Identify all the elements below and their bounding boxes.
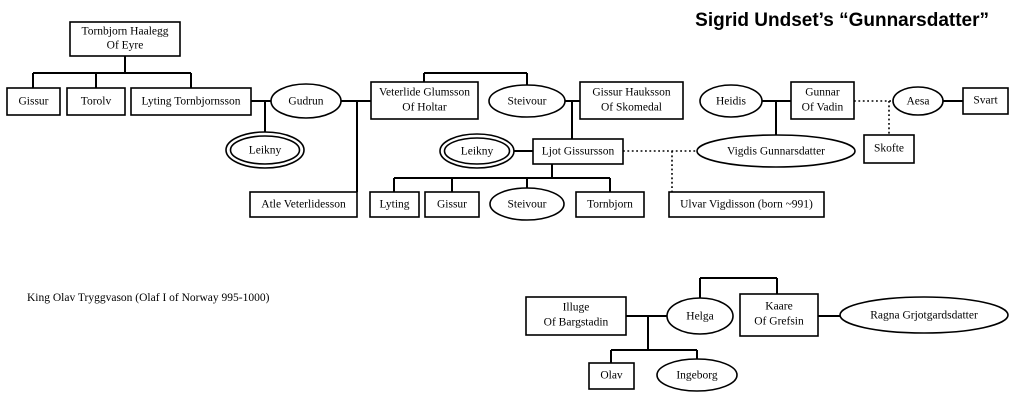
node-gunnar-of-vadin[interactable]: Gunnar Of Vadin bbox=[790, 81, 855, 120]
node-label: Aesa bbox=[907, 96, 930, 108]
node-aesa[interactable]: Aesa bbox=[892, 86, 944, 116]
node-label: Veterlide Glumsson bbox=[379, 87, 470, 99]
node-lyting-tornbjornsson[interactable]: Lyting Tornbjornsson bbox=[130, 87, 252, 116]
node-helga[interactable]: Helga bbox=[666, 297, 734, 335]
node-illuge-of-bargstadin[interactable]: Illuge Of Bargstadin bbox=[525, 296, 627, 336]
node-label: Atle Veterlidesson bbox=[261, 199, 346, 211]
node-label: Tornbjorn bbox=[587, 199, 633, 211]
node-olav[interactable]: Olav bbox=[588, 362, 635, 390]
node-gissur-1[interactable]: Gissur bbox=[6, 87, 61, 116]
edges-steivour-gissur bbox=[565, 100, 580, 139]
node-label: Gissur Hauksson bbox=[592, 87, 671, 99]
edges-gudrun-veterlide bbox=[341, 100, 371, 192]
node-label: Steivour bbox=[508, 96, 547, 108]
node-label: Of Skomedal bbox=[601, 102, 662, 114]
node-label: Helga bbox=[686, 311, 713, 323]
node-label: Leikny bbox=[249, 145, 282, 157]
node-label: Gunnar bbox=[805, 87, 840, 99]
node-tornbjorn-child[interactable]: Tornbjorn bbox=[575, 191, 645, 218]
node-label: Gudrun bbox=[288, 96, 323, 108]
node-label: Olav bbox=[600, 370, 623, 382]
node-label: Skofte bbox=[874, 143, 904, 155]
node-label: Svart bbox=[973, 95, 998, 107]
node-label: Of Grefsin bbox=[754, 316, 804, 328]
node-svart[interactable]: Svart bbox=[962, 87, 1009, 115]
node-label: Torolv bbox=[81, 96, 112, 108]
node-label: Of Eyre bbox=[107, 40, 144, 52]
node-torolv[interactable]: Torolv bbox=[66, 87, 126, 116]
node-gudrun[interactable]: Gudrun bbox=[270, 83, 342, 119]
page-title: Sigrid Undset’s “Gunnarsdatter” bbox=[695, 10, 989, 31]
node-ingeborg[interactable]: Ingeborg bbox=[656, 358, 738, 392]
node-label: Illuge bbox=[563, 302, 590, 314]
edges-tornbjorn-family bbox=[32, 56, 192, 88]
node-label: Vigdis Gunnarsdatter bbox=[727, 146, 825, 158]
node-skofte[interactable]: Skofte bbox=[863, 134, 915, 164]
node-steivour-child[interactable]: Steivour bbox=[489, 187, 565, 221]
node-steivour-1[interactable]: Steivour bbox=[488, 84, 566, 118]
node-vigdis-gunnarsdatter[interactable]: Vigdis Gunnarsdatter bbox=[696, 134, 856, 168]
node-label: Lyting Tornbjornsson bbox=[142, 96, 241, 108]
node-label: Ragna Grjotgardsdatter bbox=[870, 310, 978, 322]
node-label: Tornbjorn Haalegg bbox=[81, 26, 168, 38]
node-label: Of Bargstadin bbox=[544, 317, 609, 329]
node-veterlide-glumsson[interactable]: Veterlide Glumsson Of Holtar bbox=[370, 81, 479, 120]
node-label: Of Holtar bbox=[402, 102, 447, 114]
node-label: Lyting bbox=[379, 199, 409, 211]
edges-ljot-vigdis-dotted bbox=[623, 150, 697, 192]
node-heidis[interactable]: Heidis bbox=[699, 84, 763, 118]
node-label: Gissur bbox=[18, 96, 48, 108]
node-gissur-hauksson[interactable]: Gissur Hauksson Of Skomedal bbox=[579, 81, 684, 120]
node-tornbjorn-haalegg[interactable]: Tornbjorn Haalegg Of Eyre bbox=[69, 21, 181, 57]
node-label: Ulvar Vigdisson (born ~991) bbox=[680, 199, 813, 211]
node-label: Ljot Gissursson bbox=[542, 146, 615, 158]
node-label: Steivour bbox=[508, 199, 547, 211]
edges-leikny-ljot bbox=[393, 150, 611, 192]
node-label: Ingeborg bbox=[676, 370, 718, 382]
edges-gunnar-aesa-dotted bbox=[854, 100, 894, 135]
node-leikny-1[interactable]: Leikny bbox=[225, 131, 305, 169]
node-ljot-gissursson[interactable]: Ljot Gissursson bbox=[532, 138, 624, 165]
king-olav-note: King Olav Tryggvason (Olaf I of Norway 9… bbox=[27, 292, 270, 304]
node-ulvar-vigdisson[interactable]: Ulvar Vigdisson (born ~991) bbox=[668, 191, 825, 218]
node-label: Of Vadin bbox=[802, 102, 844, 114]
node-label: Gissur bbox=[437, 199, 467, 211]
node-label: Leikny bbox=[461, 146, 494, 158]
edges-lyting-gudrun bbox=[251, 100, 272, 133]
node-atle-veterlidesson[interactable]: Atle Veterlidesson bbox=[249, 191, 358, 218]
node-label: Heidis bbox=[716, 96, 747, 108]
node-kaare-of-grefsin[interactable]: Kaare Of Grefsin bbox=[739, 293, 819, 337]
node-leikny-2[interactable]: Leikny bbox=[439, 133, 515, 169]
node-gissur-child[interactable]: Gissur bbox=[424, 191, 480, 218]
edges-illuge-helga bbox=[610, 315, 698, 363]
node-label: Kaare bbox=[765, 301, 792, 313]
node-lyting-child[interactable]: Lyting bbox=[369, 191, 420, 218]
node-ragna-grjotgardsdatter[interactable]: Ragna Grjotgardsdatter bbox=[839, 296, 1009, 334]
